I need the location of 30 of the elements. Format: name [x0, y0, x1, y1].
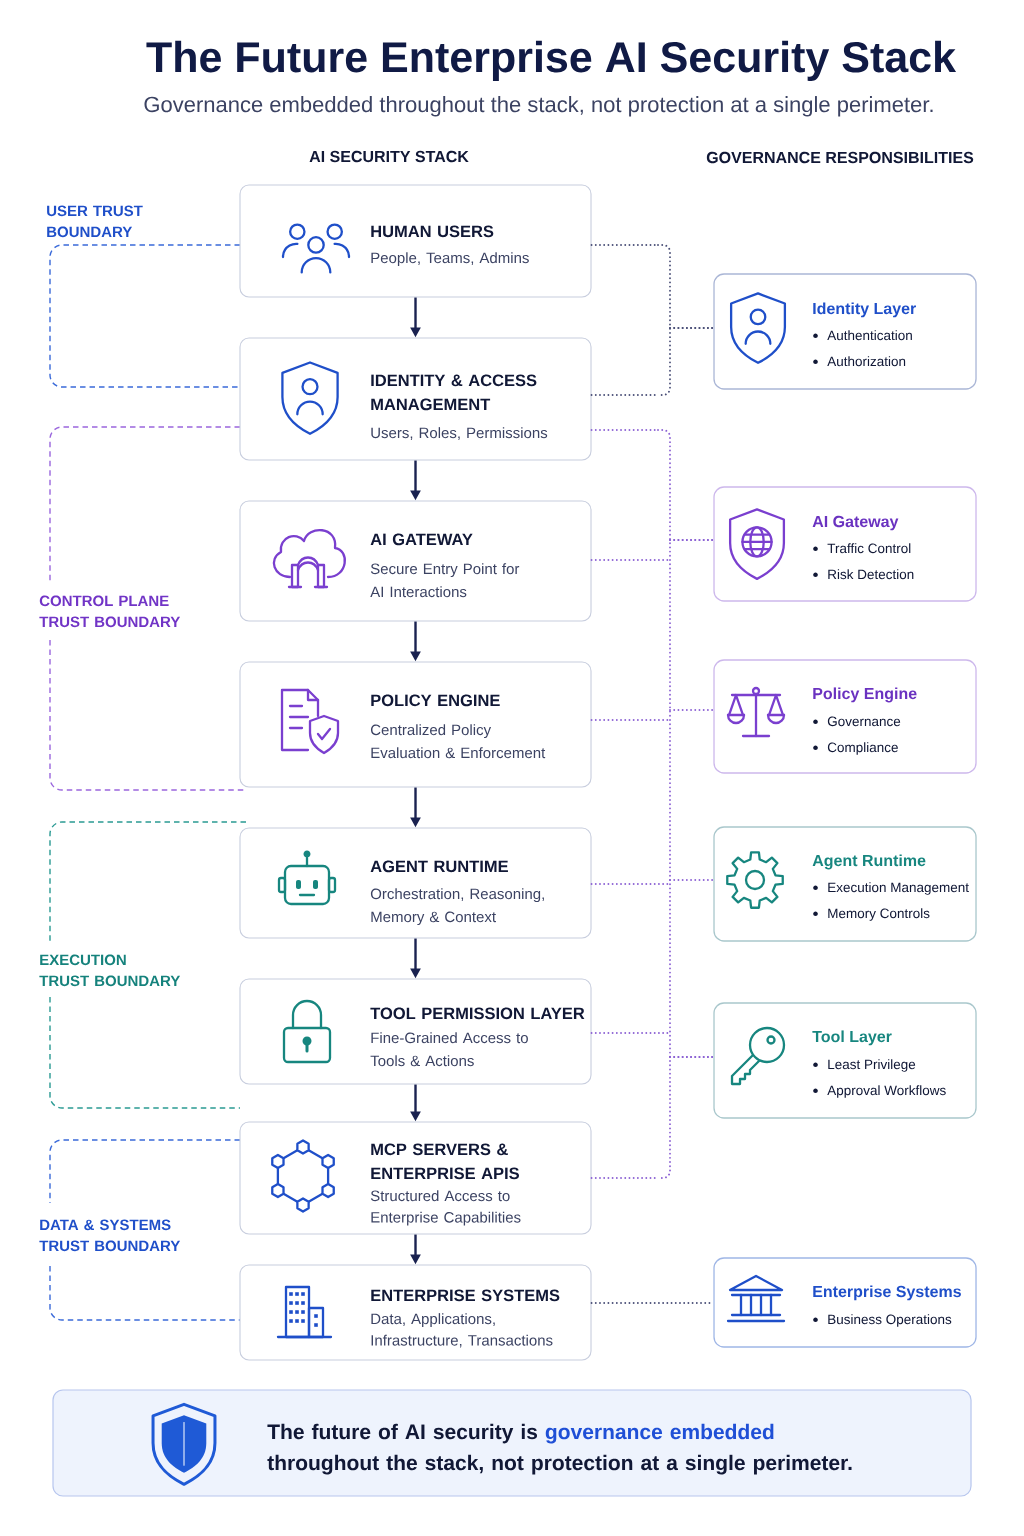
layer-box: MCP SERVERS & ENTERPRISE APIS Structured Access to Enterprise Capabilities: [239, 1121, 592, 1235]
dotted-connector: [590, 327, 715, 396]
dotted-connector: [590, 539, 715, 561]
layer-box: AI GATEWAY Secure Entry Point for AI Interactions: [239, 500, 592, 622]
dotted-connector: [657, 429, 671, 1179]
governance-card: Enterprise Systems Business Operations: [713, 1257, 977, 1348]
governance-card: Policy Engine Governance Compliance: [713, 659, 977, 774]
boundary-label: USER TRUST BOUNDARY: [47, 205, 143, 238]
dotted-connector: [590, 709, 715, 721]
dotted-connector: [590, 879, 715, 885]
layer-box: AGENT RUNTIME Orchestration, Reasoning, Memory & Context: [239, 827, 592, 939]
column-heading: GOVERNANCE RESPONSIBILITIES: [706, 151, 974, 164]
layer-box: POLICY ENGINE Centralized Policy Evaluation & Enforcement: [239, 661, 592, 788]
governance-card: Tool Layer Least Privilege Approval Workflows: [713, 1002, 977, 1119]
layer-box: TOOL PERMISSION LAYER Fine-Grained Access to Tools & Actions: [239, 978, 592, 1085]
callout-banner: The future of AI security is governance embedded throughout the stack, not protection at a single perimeter.: [52, 1389, 972, 1497]
subtitle: Governance embedded throughout the stack, not protection at a single perimeter.: [144, 96, 933, 117]
governance-card: AI Gateway Traffic Control Risk Detection: [713, 486, 977, 602]
boundary-label: CONTROL PLANE TRUST BOUNDARY: [39, 595, 181, 628]
governance-card: Agent Runtime Execution Management Memory Controls: [713, 826, 977, 942]
layer-box: HUMAN USERS People, Teams, Admins: [239, 184, 592, 298]
boundary-label: EXECUTION TRUST BOUNDARY: [39, 954, 181, 987]
dotted-connector: [590, 1056, 715, 1179]
governance-card: Identity Layer Authentication Authorization: [713, 273, 977, 390]
layer-box: ENTERPRISE SYSTEMS Data, Applications, Infrastructure, Transactions: [239, 1264, 592, 1361]
title: The Future Enterprise AI Security Stack: [146, 40, 957, 81]
dotted-connector: [657, 244, 671, 396]
column-heading: AI SECURITY STACK: [309, 150, 469, 163]
boundary-label: DATA & SYSTEMS TRUST BOUNDARY: [39, 1219, 181, 1252]
layer-box: IDENTITY & ACCESS MANAGEMENT Users, Roles, Permissions: [239, 337, 592, 461]
